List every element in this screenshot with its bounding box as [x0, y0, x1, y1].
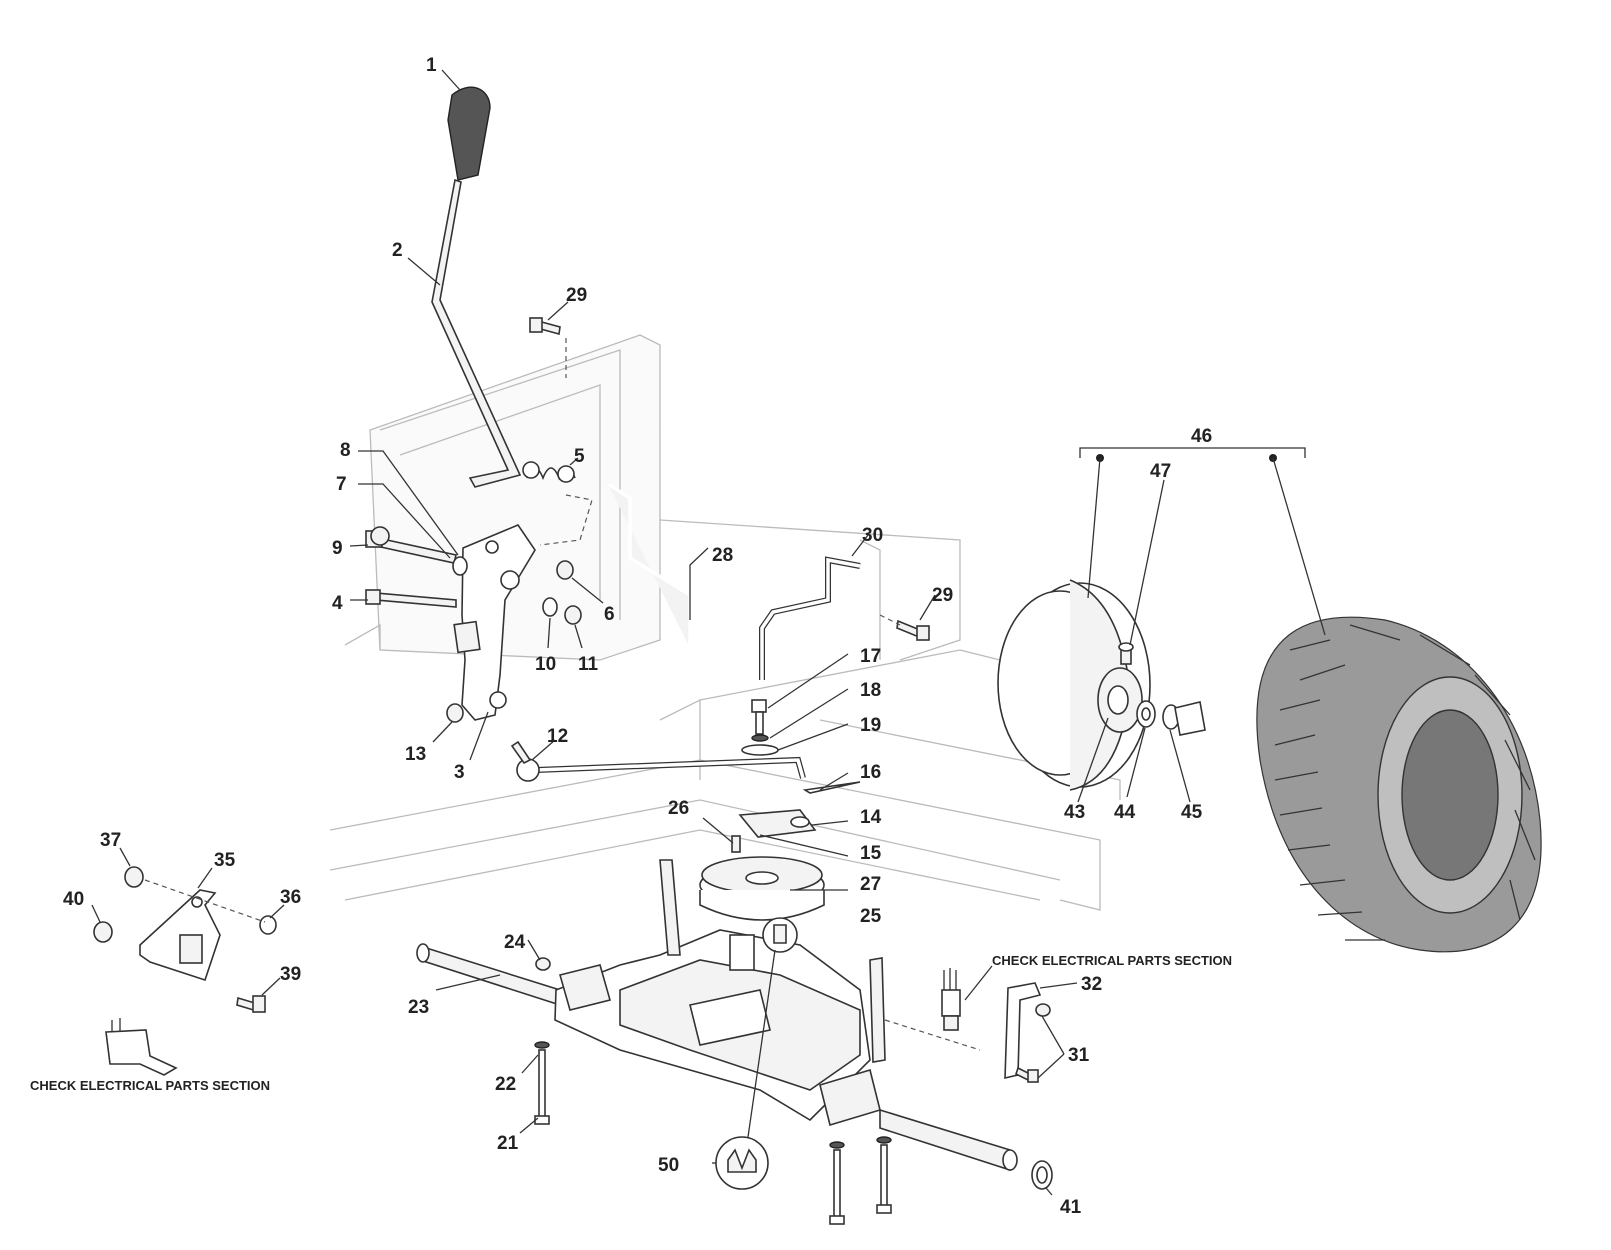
- callout-24: 24: [504, 932, 526, 953]
- transaxle-bolts: [534, 957, 892, 1225]
- callout-17: 17: [860, 646, 881, 667]
- tire: [1256, 616, 1542, 953]
- callout-32: 32: [1081, 974, 1102, 995]
- spring: [522, 461, 576, 483]
- callout-28: 28: [712, 545, 733, 566]
- chassis-frame: [329, 334, 1121, 911]
- inset-detail: [715, 1136, 769, 1190]
- transaxle: [416, 859, 1018, 1172]
- callout-19: 19: [860, 715, 881, 736]
- callout-15: 15: [860, 843, 882, 864]
- bracket-35: [139, 889, 221, 982]
- callout-41: 41: [1060, 1197, 1082, 1218]
- callout-18: 18: [860, 680, 881, 701]
- bolt-29-upper: [529, 317, 561, 336]
- callout-22: 22: [495, 1074, 516, 1095]
- callout-29-right: 29: [932, 585, 953, 606]
- callout-39: 39: [280, 964, 301, 985]
- pulley: [699, 856, 825, 921]
- callout-7: 7: [336, 474, 347, 495]
- bracket-32: [1004, 982, 1051, 1083]
- fasteners-left: [93, 866, 277, 1013]
- callout-11: 11: [578, 654, 599, 675]
- callout-13: 13: [405, 744, 426, 765]
- link-plate: [731, 781, 861, 853]
- linkage-rod: [510, 740, 806, 782]
- lever-bracket: [453, 524, 536, 721]
- callout-46: 46: [1191, 426, 1212, 447]
- callout-25: 25: [860, 906, 882, 927]
- callout-40: 40: [63, 889, 84, 910]
- callout-12: 12: [547, 726, 568, 747]
- bracket-fasteners: [365, 526, 582, 723]
- callout-labels: 1 2 3 4 5 6 7 8 9 10 11 12 13 14 15 16 1…: [63, 55, 1212, 1218]
- callout-37: 37: [100, 830, 121, 851]
- assembly-bracket: [1079, 447, 1326, 636]
- callout-4: 4: [332, 593, 343, 614]
- callout-2: 2: [392, 240, 403, 261]
- callout-26: 26: [668, 798, 689, 819]
- callout-31: 31: [1068, 1045, 1090, 1066]
- switch-right: [941, 968, 961, 1031]
- callout-3: 3: [454, 762, 465, 783]
- rod-30: [759, 556, 861, 680]
- callout-27: 27: [860, 874, 881, 895]
- note-electrical-left: CHECK ELECTRICAL PARTS SECTION: [30, 1078, 270, 1093]
- callout-16: 16: [860, 762, 881, 783]
- callout-36: 36: [280, 887, 301, 908]
- callout-10: 10: [535, 654, 556, 675]
- callout-44: 44: [1114, 802, 1136, 823]
- leader-lines: [91, 69, 1191, 1196]
- washer-41: [1031, 1160, 1053, 1190]
- callout-45: 45: [1181, 802, 1203, 823]
- callout-23: 23: [408, 997, 429, 1018]
- callout-9: 9: [332, 538, 343, 559]
- callout-43: 43: [1064, 802, 1085, 823]
- wheel-rim: [997, 579, 1206, 791]
- callout-30: 30: [862, 525, 883, 546]
- shift-lever: [431, 86, 522, 488]
- callout-21: 21: [497, 1133, 519, 1154]
- note-electrical-right: CHECK ELECTRICAL PARTS SECTION: [992, 953, 1232, 968]
- bolt-stack: [741, 699, 779, 756]
- callout-8: 8: [340, 440, 351, 461]
- callout-47: 47: [1150, 461, 1171, 482]
- callout-14: 14: [860, 807, 882, 828]
- callout-6: 6: [604, 604, 615, 625]
- callout-29-upper: 29: [566, 285, 587, 306]
- callout-35: 35: [214, 850, 236, 871]
- bolt-29-right: [896, 619, 930, 641]
- callout-50: 50: [658, 1155, 679, 1176]
- callout-1: 1: [426, 55, 437, 76]
- assembly-lines: [144, 338, 981, 1051]
- switch-left: [105, 1018, 178, 1076]
- callout-5: 5: [574, 446, 585, 467]
